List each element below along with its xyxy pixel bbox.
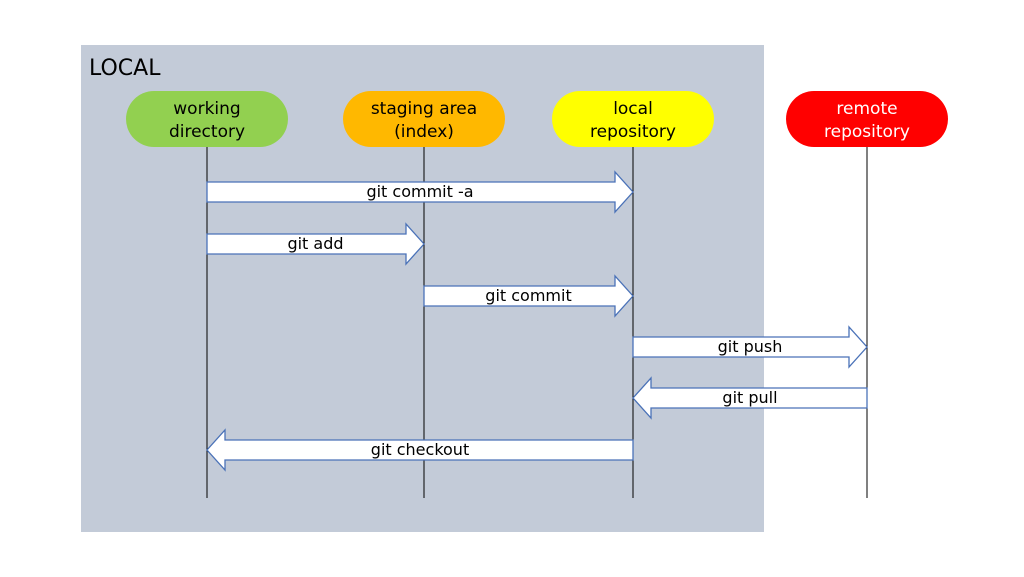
- node-label-line: (index): [394, 122, 454, 142]
- local-region-label: LOCAL: [89, 56, 161, 81]
- node-label-line: staging area: [371, 99, 477, 119]
- local-node-label: local repository: [590, 99, 676, 142]
- working-node: working directory: [126, 91, 288, 147]
- arrows: git commit -a git add git commit git push gi…: [206, 170, 868, 472]
- remote-node: remote repository: [786, 91, 948, 147]
- remote-node-shape: [786, 91, 948, 147]
- node-label-line: working: [173, 99, 240, 119]
- node-label-line: repository: [590, 122, 676, 142]
- node-label-line: local: [613, 99, 653, 119]
- arrow-label: git commit: [485, 286, 571, 305]
- arrow-shape: [423, 274, 634, 318]
- local-node-shape: [552, 91, 714, 147]
- local-node: local repository: [552, 91, 714, 147]
- arrow-label: git add: [287, 234, 343, 253]
- arrow-shape: [206, 170, 634, 214]
- arrow-local-to-remote: git push: [632, 325, 868, 369]
- arrow-label: git pull: [722, 388, 777, 407]
- node-label-line: remote: [836, 99, 897, 119]
- arrow-shape: [206, 222, 425, 266]
- arrow-label: git push: [718, 337, 783, 356]
- node-label-line: repository: [824, 122, 910, 142]
- nodes: working directory staging area (index) local…: [126, 91, 948, 147]
- arrow-shape: [206, 428, 634, 472]
- arrow-working-to-local: git commit -a: [206, 170, 634, 214]
- working-node-label: working directory: [169, 99, 245, 142]
- working-node-shape: [126, 91, 288, 147]
- remote-node-label: remote repository: [824, 99, 910, 142]
- arrow-label: git checkout: [371, 440, 469, 459]
- arrow-local-to-working: git checkout: [206, 428, 634, 472]
- staging-node: staging area (index): [343, 91, 505, 147]
- staging-node-shape: [343, 91, 505, 147]
- node-label-line: directory: [169, 122, 245, 142]
- staging-node-label: staging area (index): [371, 99, 477, 142]
- arrow-shape: [632, 325, 868, 369]
- arrow-remote-to-local: git pull: [632, 376, 868, 420]
- arrow-working-to-staging: git add: [206, 222, 425, 266]
- arrow-label: git commit -a: [366, 182, 473, 201]
- arrow-staging-to-local: git commit: [423, 274, 634, 318]
- arrow-shape: [632, 376, 868, 420]
